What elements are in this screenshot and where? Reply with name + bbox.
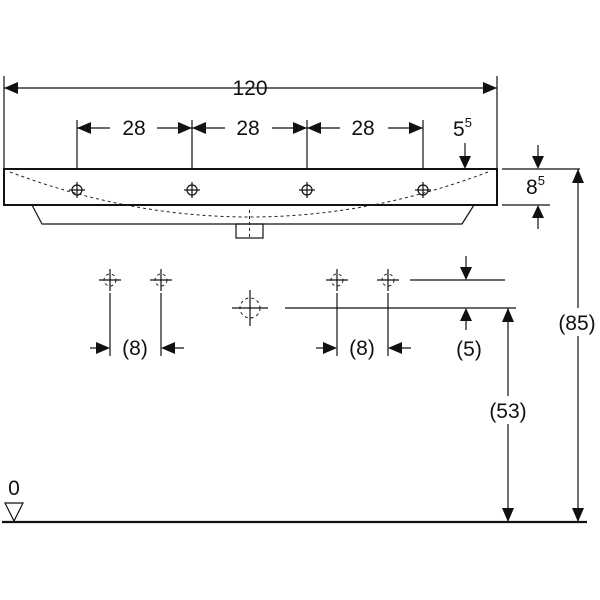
rim-thickness-sup: 5 [538, 173, 545, 188]
rim-thickness-main: 8 [526, 176, 538, 199]
arrow-down-icon [460, 267, 472, 280]
arrow-up-icon [460, 308, 472, 321]
arrow-down-icon [532, 156, 544, 169]
valve-symbol-3 [326, 269, 348, 291]
drain-height-label-bg [482, 396, 534, 424]
arrow-up-icon [572, 169, 584, 183]
arrow-left-icon [161, 342, 175, 354]
basin-bowl-underside [31, 204, 475, 225]
hole-spacing-label-2: 28 [236, 117, 259, 140]
arrow-right-icon [483, 82, 497, 94]
rim-thickness-label: 85 [526, 173, 545, 199]
basin-rim [3, 168, 498, 206]
arrow-left-icon [409, 122, 423, 134]
valve-symbol-4 [377, 269, 399, 291]
arrow-right-icon [96, 342, 110, 354]
arrow-right-icon [323, 342, 337, 354]
edge-offset-main: 5 [453, 118, 465, 141]
total-height-label: (85) [558, 312, 595, 335]
arrow-down-icon [459, 156, 471, 169]
floor-level-label: 0 [8, 477, 20, 500]
valve-symbol-1 [99, 269, 121, 291]
tap-hole-3 [299, 182, 315, 198]
arrow-left-icon [4, 82, 18, 94]
tap-hole-2 [184, 182, 200, 198]
hole-spacing-label-3: 28 [351, 117, 374, 140]
overall-width-label: 120 [232, 77, 267, 100]
level-marker-icon [4, 502, 24, 523]
arrow-right-icon [307, 122, 321, 134]
edge-offset-sup: 5 [465, 115, 472, 130]
arrow-up-icon [532, 205, 544, 218]
tap-hole-4 [415, 182, 431, 198]
drain-symbol [232, 290, 268, 326]
valve-offset-label: (5) [456, 338, 482, 361]
arrow-down-icon [502, 508, 514, 522]
valve-spacing-left-label: (8) [122, 337, 148, 360]
arrow-left-icon [388, 342, 402, 354]
arrow-right-icon [77, 122, 91, 134]
edge-offset-label: 55 [453, 115, 472, 141]
hole-spacing-label-1: 28 [122, 117, 145, 140]
arrow-right-icon [192, 122, 206, 134]
arrow-left-icon [178, 122, 192, 134]
arrow-up-icon [502, 308, 514, 322]
valve-symbol-2 [150, 269, 172, 291]
valve-spacing-right-label: (8) [349, 337, 375, 360]
arrow-down-icon [572, 508, 584, 522]
arrow-left-icon [293, 122, 307, 134]
total-height-label-bg [552, 308, 600, 336]
tap-hole-1 [69, 182, 85, 198]
drain-height-label: (53) [489, 400, 526, 423]
